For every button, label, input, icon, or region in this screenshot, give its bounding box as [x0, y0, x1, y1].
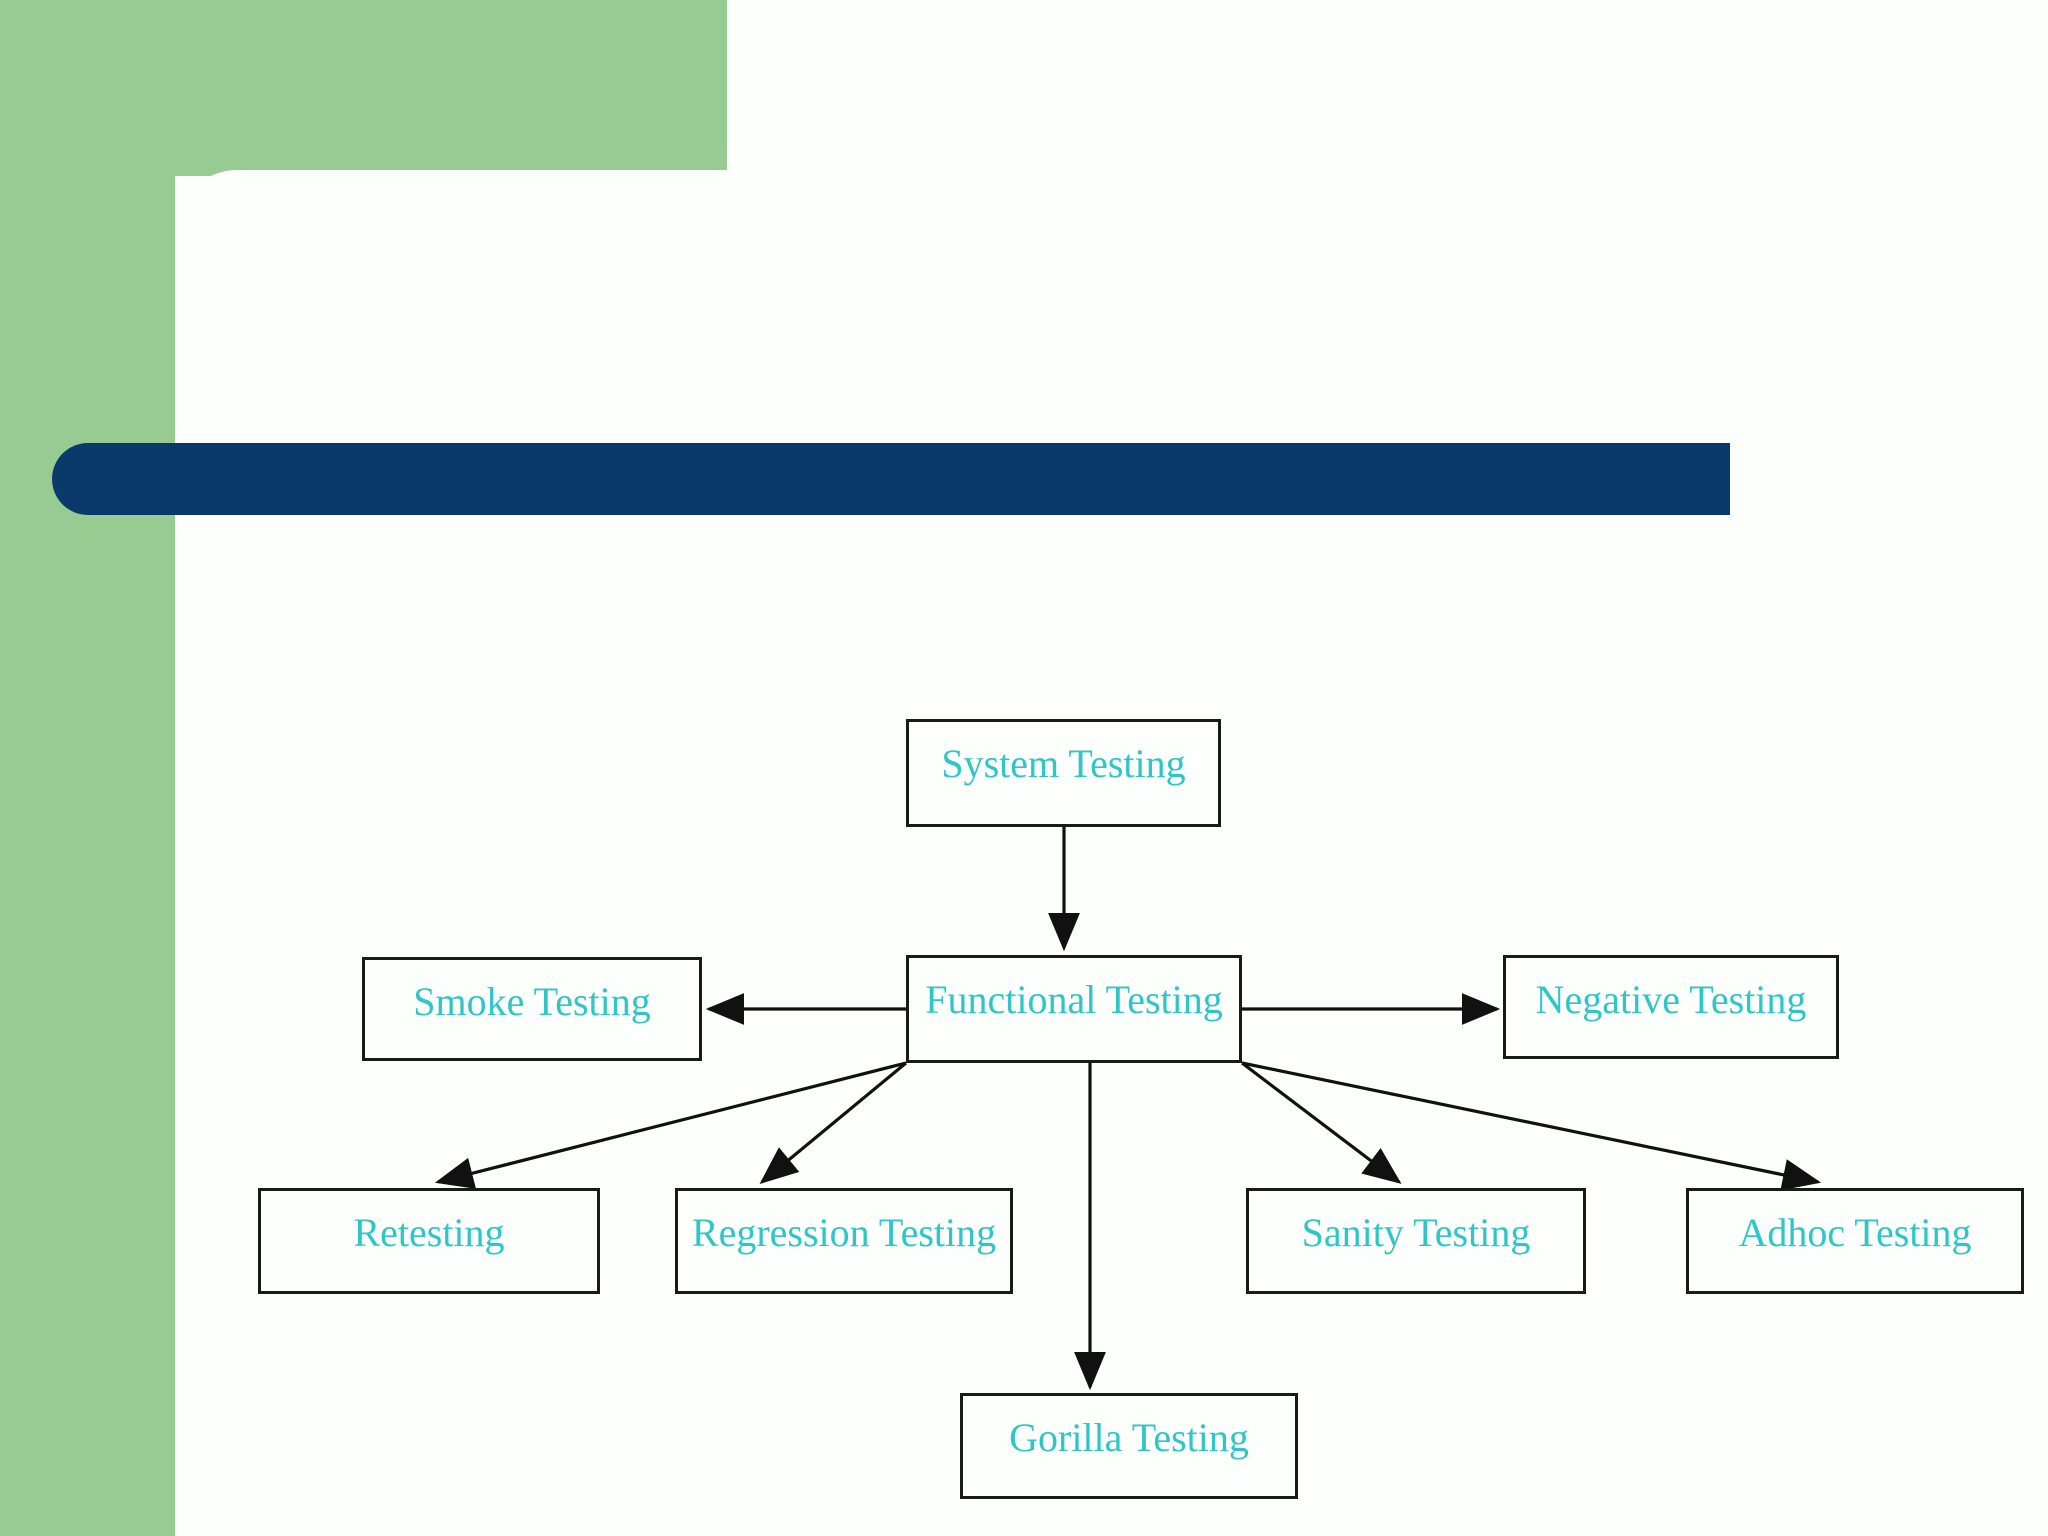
- node-functional-testing[interactable]: Functional Testing: [906, 955, 1242, 1063]
- node-label: Smoke Testing: [413, 979, 651, 1024]
- green-sidebar-stripe: [0, 0, 175, 1536]
- node-smoke-testing[interactable]: Smoke Testing: [362, 957, 702, 1061]
- node-negative-testing[interactable]: Negative Testing: [1503, 955, 1839, 1059]
- node-system-testing[interactable]: System Testing: [906, 719, 1221, 827]
- node-label: Sanity Testing: [1301, 1210, 1531, 1255]
- node-label: Negative Testing: [1535, 977, 1807, 1022]
- node-label: Adhoc Testing: [1738, 1210, 1972, 1255]
- node-retesting[interactable]: Retesting: [258, 1188, 600, 1294]
- node-label: System Testing: [941, 741, 1186, 786]
- node-sanity-testing[interactable]: Sanity Testing: [1246, 1188, 1586, 1294]
- node-label: Retesting: [353, 1210, 505, 1255]
- node-adhoc-testing[interactable]: Adhoc Testing: [1686, 1188, 2024, 1294]
- content-panel: [175, 170, 2048, 1536]
- title-bar: [52, 443, 1730, 515]
- node-label: Functional Testing: [925, 977, 1223, 1022]
- node-label: Gorilla Testing: [1009, 1415, 1249, 1460]
- node-regression-testing[interactable]: Regression Testing: [675, 1188, 1013, 1294]
- node-label: Regression Testing: [691, 1210, 997, 1255]
- node-gorilla-testing[interactable]: Gorilla Testing: [960, 1393, 1298, 1499]
